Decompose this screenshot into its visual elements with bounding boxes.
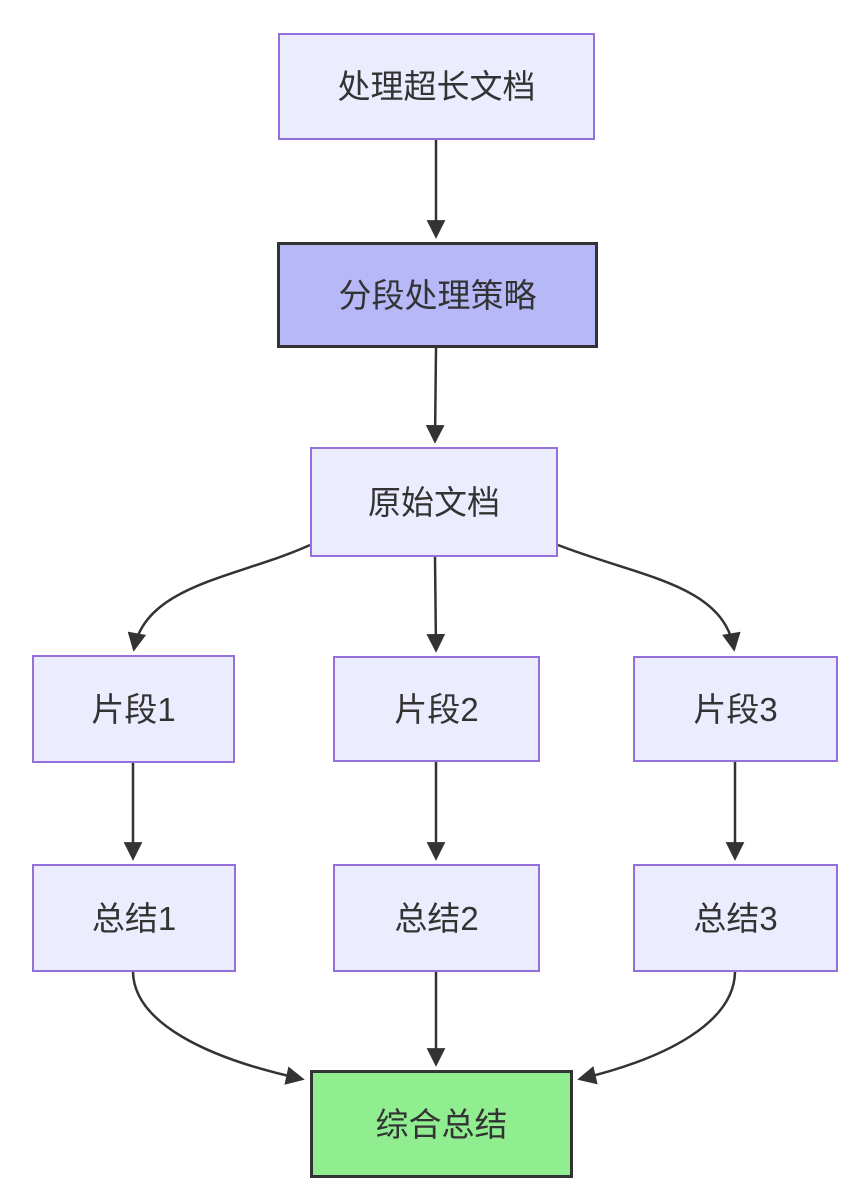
edge-e3-to-f xyxy=(577,971,737,1085)
node-label: 总结2 xyxy=(394,899,479,937)
node-label: 总结1 xyxy=(91,899,177,937)
node-label: 总结3 xyxy=(693,899,778,937)
node-label: 处理超长文档 xyxy=(337,68,536,105)
edge-b-to-c xyxy=(425,347,445,444)
node-original-document: 原始文档 xyxy=(310,447,558,557)
node-summary-3: 总结3 xyxy=(633,864,838,972)
edge-e1-to-f xyxy=(131,971,305,1085)
node-segmentation-strategy: 分段处理策略 xyxy=(277,242,598,348)
node-final-summary: 综合总结 xyxy=(310,1070,573,1178)
node-summary-2: 总结2 xyxy=(333,864,540,972)
node-label: 片段1 xyxy=(91,690,176,728)
node-label: 片段3 xyxy=(693,690,778,728)
node-fragment-1: 片段1 xyxy=(32,655,235,763)
node-label: 分段处理策略 xyxy=(338,276,537,314)
node-label: 原始文档 xyxy=(368,483,500,521)
node-label: 综合总结 xyxy=(375,1105,508,1143)
edge-c-to-d1 xyxy=(127,543,311,652)
node-fragment-3: 片段3 xyxy=(633,656,838,762)
node-label: 片段2 xyxy=(394,690,479,728)
node-fragment-2: 片段2 xyxy=(333,656,540,762)
edge-c-to-d2 xyxy=(426,556,446,653)
node-summary-1: 总结1 xyxy=(32,864,236,972)
node-handle-long-document: 处理超长文档 xyxy=(278,33,595,140)
edge-c-to-d3 xyxy=(557,543,741,652)
